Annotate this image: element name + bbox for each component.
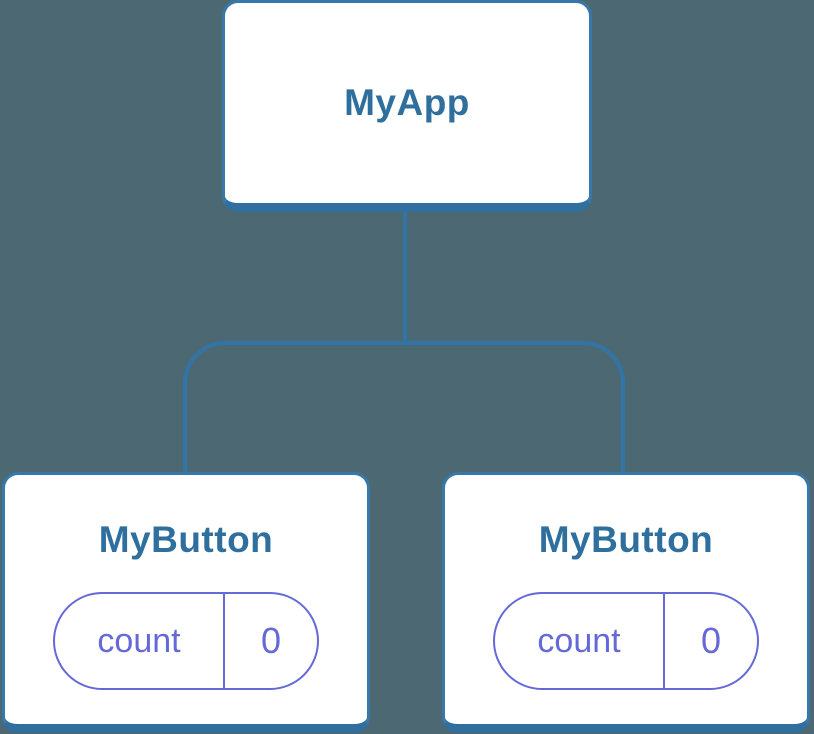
node-myapp: MyApp — [222, 0, 592, 212]
state-value-left: 0 — [260, 620, 282, 661]
state-pill-left: count 0 — [53, 592, 319, 690]
node-mybutton-left-label: MyButton — [98, 519, 274, 560]
node-mybutton-left: MyButton count 0 — [2, 472, 370, 733]
connector-stem — [403, 211, 407, 343]
state-value-right: 0 — [700, 620, 722, 661]
state-pill-right: count 0 — [493, 592, 759, 690]
node-mybutton-right: MyButton count 0 — [442, 472, 810, 733]
node-mybutton-right-label: MyButton — [538, 519, 714, 560]
node-myapp-label: MyApp — [344, 82, 470, 123]
state-name-right: count — [495, 594, 665, 688]
state-name-left: count — [55, 594, 225, 688]
connector-branch — [183, 341, 625, 476]
